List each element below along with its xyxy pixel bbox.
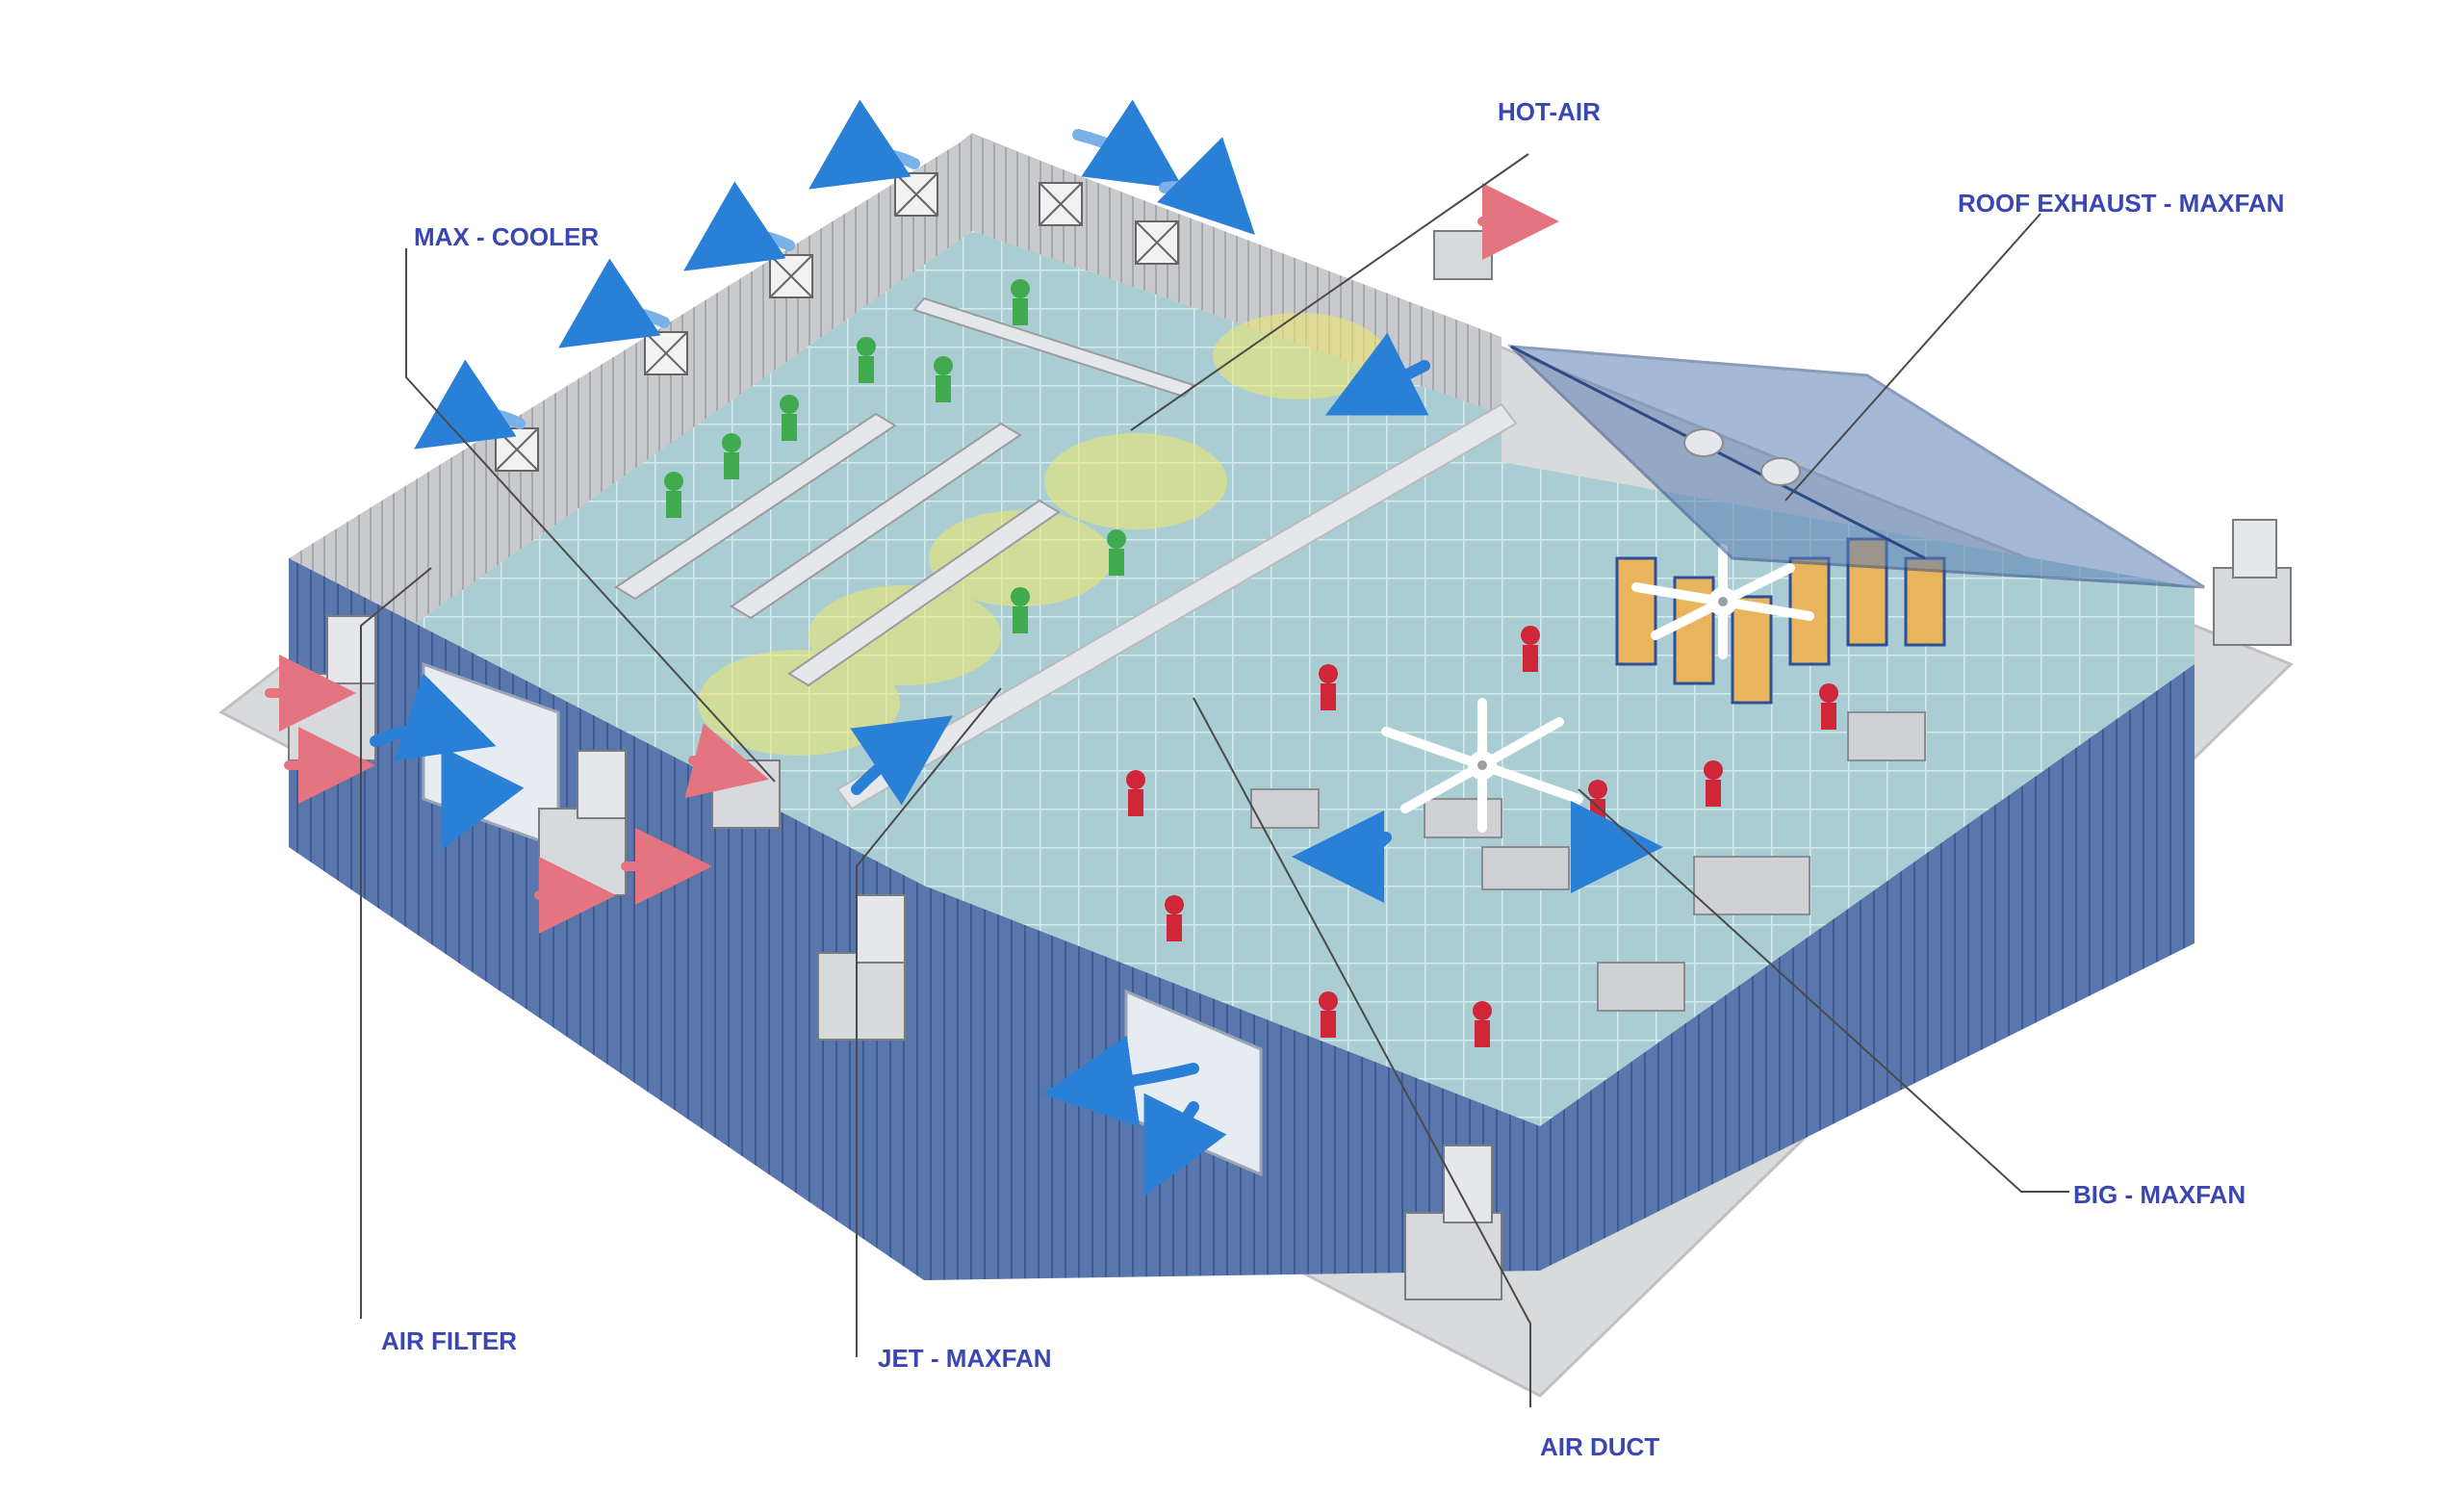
light-cone-group	[698, 313, 1386, 756]
interior-partition	[835, 402, 1518, 810]
callout-big-maxfan: BIG - MAXFAN	[2073, 1180, 2246, 1209]
production-line-group	[614, 296, 1195, 687]
ceiling-fan-icon	[1381, 544, 1814, 833]
airflow-arrow-icon	[370, 332, 1663, 1196]
callout-labels: MAX - COOLER HOT-AIR ROOF EXHAUST - MAXF…	[381, 97, 2284, 1461]
leader-line-air-filter	[360, 567, 432, 1319]
callout-jet-maxfan: JET - MAXFAN	[878, 1344, 1052, 1373]
callout-roof-exhaust: ROOF EXHAUST - MAXFAN	[1958, 189, 2284, 218]
callout-air-duct: AIR DUCT	[1540, 1432, 1659, 1461]
leader-line-jet-maxfan	[856, 687, 1002, 1357]
callout-max-cooler: MAX - COOLER	[414, 222, 599, 251]
leader-line-max-cooler	[405, 248, 776, 783]
machinery-group	[1250, 711, 1926, 1012]
airflow-arrow-icon	[265, 183, 1559, 934]
leader-line-roof-exhaust	[1784, 213, 2041, 502]
leader-line-air-duct	[1193, 697, 1531, 1407]
worker-icon	[664, 279, 1126, 633]
leader-line-hot-air	[1130, 153, 1529, 431]
leader-line-big-maxfan	[1578, 788, 2069, 1193]
leader-line-group	[360, 153, 2069, 1407]
callout-hot-air: HOT-AIR	[1498, 97, 1601, 126]
roof-exhaust-icon	[1683, 428, 1801, 486]
airflow-arrow-icon	[414, 99, 1255, 450]
callout-air-filter: AIR FILTER	[381, 1326, 517, 1355]
